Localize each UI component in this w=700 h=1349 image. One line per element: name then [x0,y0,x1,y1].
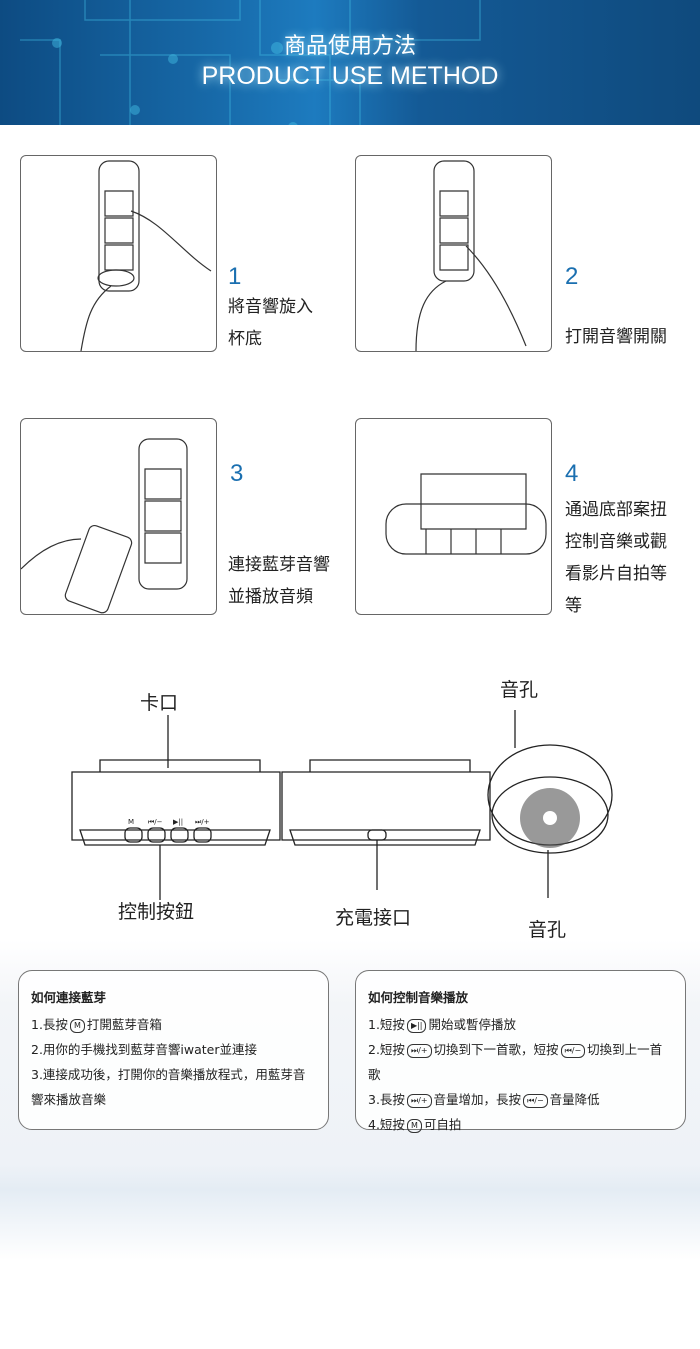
prev-button-icon: ⏮/− [560,1043,586,1058]
control-music-box: 如何控制音樂播放 1.短按▶||開始或暫停播放 2.短按⏭/+切換到下一首歌，短… [355,970,686,1133]
step-4-number: 4 [565,460,579,487]
step-1-number: 1 [228,263,242,290]
play-pause-button-icon: ▶|| [406,1018,427,1033]
m-button-icon: M [69,1018,85,1033]
m-button-icon: M [406,1118,422,1133]
step-2-illustration [355,155,552,352]
speaker-diagram: M ⏮/− ▶|| ⏭/+ [71,710,613,900]
step-1-text: 將音響旋入杯底 [228,297,313,349]
step-3-illustration [20,418,217,615]
speaker-hole-label-bottom: 音孔 [528,919,567,941]
prev-button-icon: ⏮/− [523,1093,548,1108]
button-mark-prev: ⏮/− [148,818,163,826]
control-step-2: 2.短按⏭/+切換到下一首歌，短按⏮/−切換到上一首歌 [368,1042,663,1082]
page-title-en: PRODUCT USE METHOD [201,62,499,90]
connect-step-2: 2.用你的手機找到藍芽音響iwater並連接 [31,1042,258,1057]
step-3-number: 3 [230,460,244,487]
charging-port-label: 充電接口 [335,907,412,929]
control-step-3: 3.長按⏭/+音量增加，長按⏮/−音量降低 [368,1092,600,1108]
step-2-number: 2 [565,263,579,290]
button-mark-play: ▶|| [173,818,183,826]
control-step-1: 1.短按▶||開始或暫停播放 [368,1017,516,1033]
connect-title: 如何連接藍芽 [31,990,107,1005]
step-4-illustration [355,418,552,615]
control-buttons-label: 控制按鈕 [118,901,195,923]
header-banner: 商品使用方法 PRODUCT USE METHOD [0,0,700,125]
next-button-icon: ⏭/+ [406,1043,432,1058]
step-4-text: 通過底部案扭控制音樂或觀看影片自拍等等 [565,500,667,616]
control-title: 如何控制音樂播放 [368,990,469,1005]
page-title-cn: 商品使用方法 [283,34,416,59]
slot-label: 卡口 [140,692,179,714]
step-3-text: 連接藍芽音響並播放音頻 [228,555,330,607]
connect-step-3: 3.連接成功後，打開你的音樂播放程式，用藍芽音響來播放音樂 [31,1067,306,1107]
button-mark-next: ⏭/+ [195,818,210,826]
circuit-pattern [20,0,481,125]
next-button-icon: ⏭/+ [406,1093,432,1108]
speaker-hole-label-top: 音孔 [500,679,539,701]
button-mark-m: M [128,818,134,826]
step-2-text: 打開音響開關 [565,327,667,347]
step-1-illustration [20,155,217,352]
